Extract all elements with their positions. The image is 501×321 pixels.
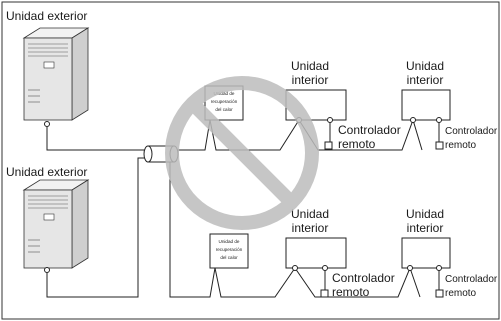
- outdoor-unit-bottom-label: Unidad exterior: [6, 165, 87, 179]
- indoor-unit-3-label-2: interior: [292, 221, 329, 235]
- indoor-unit-2-label-1: Unidad: [406, 59, 444, 73]
- indoor-unit-2: [401, 89, 451, 121]
- hr-top-label-2: recuperación: [211, 99, 238, 104]
- outdoor-unit-top-label: Unidad exterior: [6, 9, 87, 23]
- indoor-unit-1-label-2: interior: [292, 73, 329, 87]
- hr-bottom-label-2: recuperación: [216, 247, 243, 252]
- indoor-2-terminal-b: [436, 117, 442, 123]
- indoor-unit-3: [285, 237, 347, 269]
- indoor-4-terminal-a: [407, 265, 413, 271]
- hr-bottom-label-1: Unidad de: [219, 239, 240, 244]
- hr-top-label-1: Unidad de: [214, 91, 235, 96]
- outdoor-unit-top-icon: [22, 27, 90, 121]
- indoor-unit-4: [401, 237, 451, 269]
- remote-controller-3-icon: [320, 289, 329, 298]
- indoor-unit-4-label-1: Unidad: [406, 207, 444, 221]
- hr-bottom-label-3: del calor: [220, 255, 238, 260]
- indoor-4-terminal-b: [436, 265, 442, 271]
- indoor-unit-1-label-1: Unidad: [291, 59, 329, 73]
- outdoor-bottom-terminal: [44, 267, 50, 273]
- remote-4-label-1: Controlador: [445, 274, 498, 285]
- hr-top-label-3: del calor: [215, 107, 233, 112]
- remote-1-label-1: Controlador: [338, 123, 401, 137]
- indoor-2-terminal-a: [410, 117, 416, 123]
- no-entry-icon: [165, 76, 319, 230]
- remote-3-label-2: remoto: [332, 285, 370, 299]
- indoor-3-terminal-b: [322, 265, 328, 271]
- outdoor-top-terminal: [44, 121, 50, 127]
- remote-2-label-1: Controlador: [445, 126, 498, 137]
- remote-controller-2-icon: [435, 141, 444, 150]
- remote-1-label-2: remoto: [338, 137, 376, 151]
- indoor-unit-3-label-1: Unidad: [291, 207, 329, 221]
- remote-controller-4-icon: [435, 289, 444, 298]
- remote-2-label-2: remoto: [445, 140, 477, 151]
- indoor-3-terminal-a: [292, 265, 298, 271]
- heat-recovery-unit-bottom: [209, 233, 249, 269]
- indoor-1-terminal-b: [327, 117, 333, 123]
- remote-controller-1-icon: [324, 141, 333, 150]
- indoor-unit-4-label-2: interior: [407, 221, 444, 235]
- indoor-unit-2-label-2: interior: [407, 73, 444, 87]
- remote-3-label-1: Controlador: [332, 271, 395, 285]
- outdoor-unit-bottom-icon: [22, 179, 90, 269]
- remote-4-label-2: remoto: [445, 288, 477, 299]
